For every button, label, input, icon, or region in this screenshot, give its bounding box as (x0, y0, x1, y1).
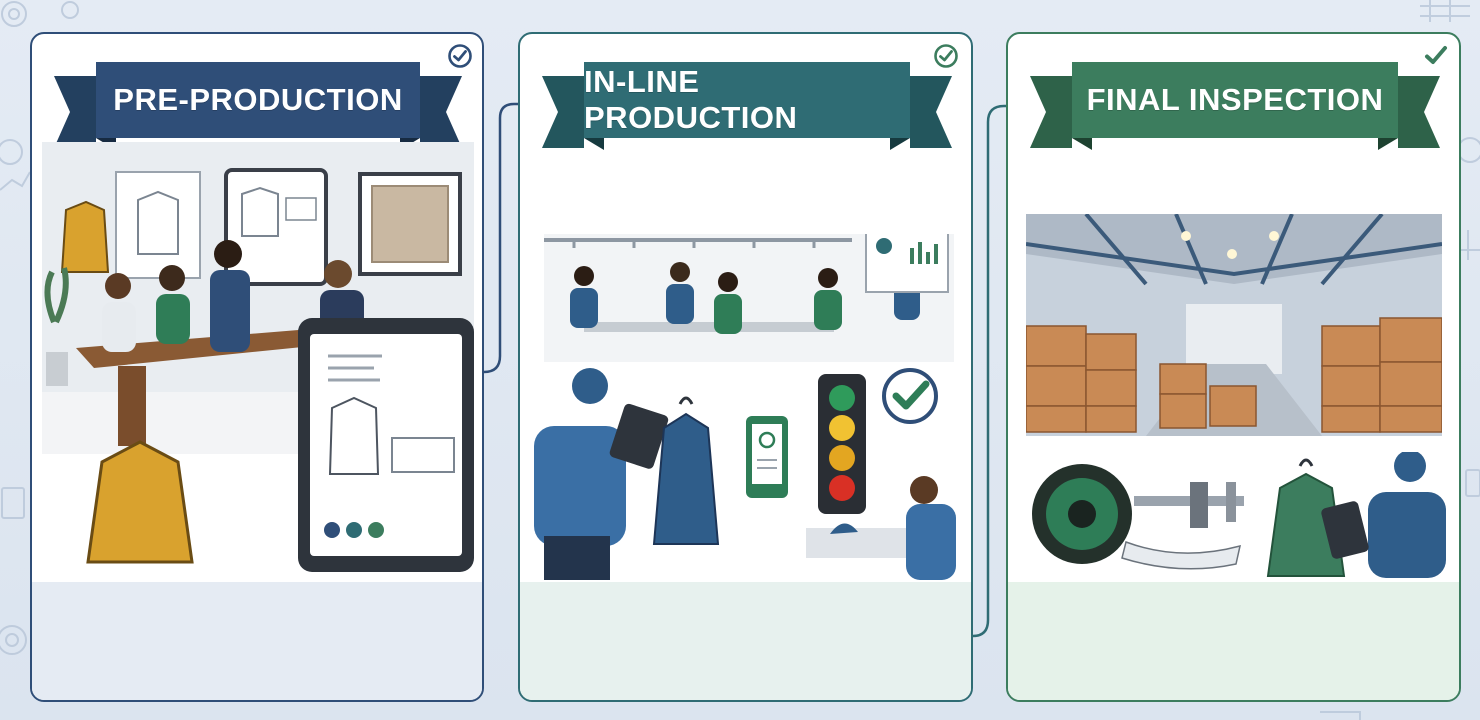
gear-icon (0, 625, 27, 655)
inspector-tablet (609, 403, 669, 469)
stage-banner: IN-LINE PRODUCTION (542, 62, 952, 152)
panel-footer (520, 582, 971, 700)
work-table (806, 528, 910, 558)
grid-icon (1420, 0, 1470, 22)
cardboard-boxes (1026, 317, 1442, 433)
tape-measure (1032, 464, 1241, 570)
panel-footer (32, 582, 482, 700)
stage-title: PRE-PRODUCTION (113, 82, 403, 117)
traffic-light (818, 374, 866, 514)
check-circle-icon (446, 42, 474, 70)
stage-title: FINAL INSPECTION (1086, 82, 1384, 117)
stage-panel-final-inspection: FINAL INSPECTION (1006, 32, 1461, 702)
stage-banner: FINAL INSPECTION (1030, 62, 1440, 152)
shirt-on-hanger (652, 412, 720, 545)
inspector-tablet (1321, 501, 1369, 559)
approved-check-icon (882, 368, 938, 424)
caliper (1134, 482, 1244, 528)
panel-footer (1008, 582, 1459, 700)
gear-icon (61, 1, 79, 19)
final-inspector (1321, 452, 1446, 578)
worker-cap (572, 368, 608, 404)
loading-door (1186, 304, 1282, 374)
check-circle-icon (1422, 42, 1450, 70)
warehouse-illustration (1026, 214, 1442, 436)
inspector-worker (534, 426, 626, 546)
sewing-table (584, 322, 834, 332)
stage-title: IN-LINE PRODUCTION (584, 64, 798, 135)
gear-icon (1, 1, 27, 27)
stage-panel-pre-production: PRE-PRODUCTION (30, 32, 484, 702)
final-inspection-illustration (1032, 452, 1446, 578)
dollar-icon (0, 139, 23, 165)
repair-worker (906, 504, 956, 580)
sketch-board (115, 171, 201, 279)
check-circle-icon (932, 42, 960, 70)
stage-panel-in-line-production: IN-LINE PRODUCTION (518, 32, 973, 702)
gear-icon (1457, 137, 1480, 163)
stage-banner: PRE-PRODUCTION (54, 62, 462, 152)
jacket-on-hanger (60, 200, 110, 273)
document-icon (1, 487, 25, 519)
in-line-inspection-illustration (534, 368, 956, 580)
plant (44, 267, 69, 324)
jacket-sample (86, 440, 194, 564)
sewing-line-illustration (544, 234, 954, 362)
design-meeting-illustration (42, 142, 474, 572)
